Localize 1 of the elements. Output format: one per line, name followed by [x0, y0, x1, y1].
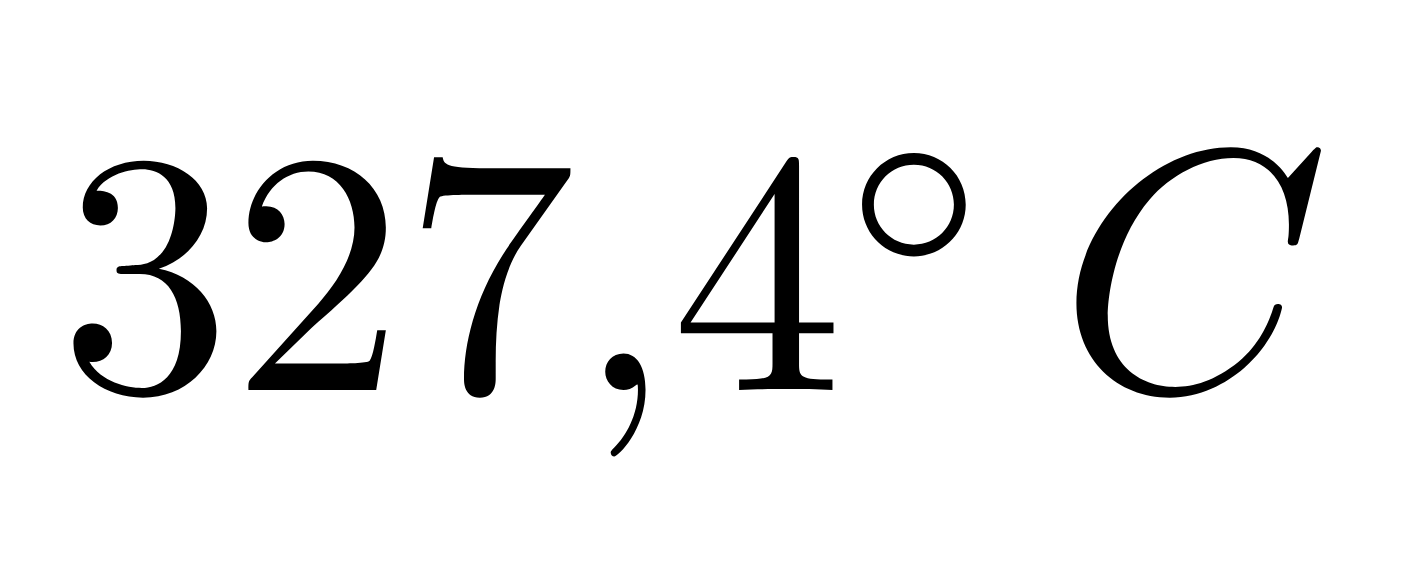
- temperature-formula: $327{,}4^{\circ}\,C$: [73, 147, 1321, 457]
